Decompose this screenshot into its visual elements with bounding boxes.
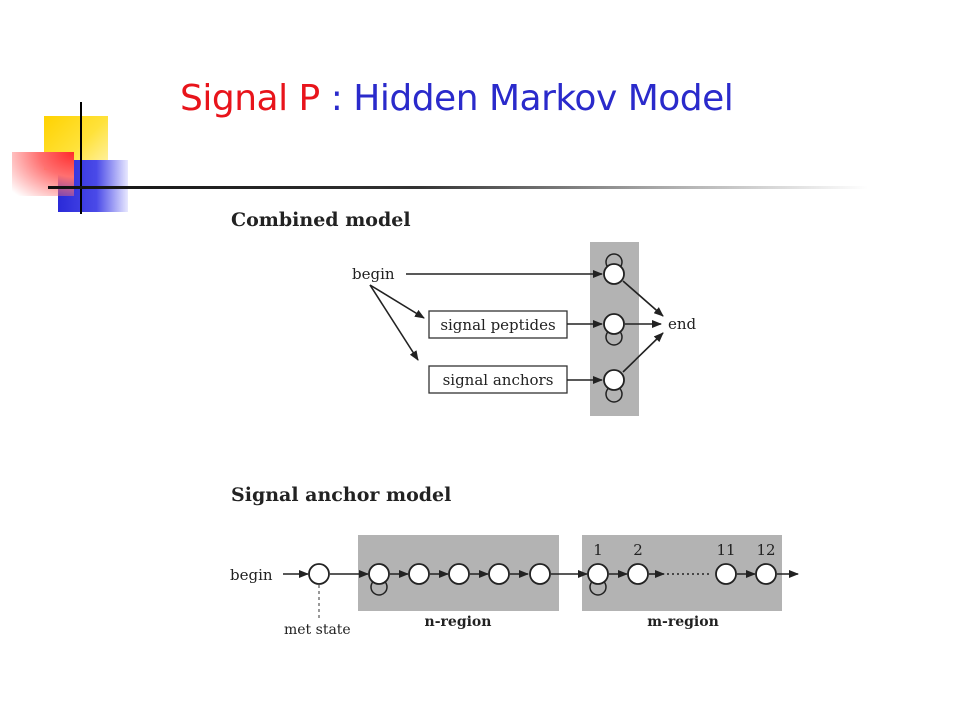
met-state-label: met state [284, 622, 351, 638]
m-state-1 [587, 563, 609, 585]
combined-begin-label: begin [352, 265, 395, 283]
title-part-signal-p: Signal P [180, 78, 320, 119]
m-state-number-2: 2 [633, 541, 643, 559]
title-separator: : [319, 78, 354, 119]
n-state-5 [529, 563, 551, 585]
title-part-hmm: Hidden Markov Model [353, 78, 734, 119]
arrow-begin-to-peptides [369, 284, 425, 319]
arrow-state3-to-end [622, 332, 664, 373]
anchor-begin-label: begin [230, 566, 273, 584]
n-state-4 [488, 563, 510, 585]
combined-state-2 [603, 313, 625, 335]
combined-end-label: end [668, 315, 697, 333]
signal-anchor-model-heading: Signal anchor model [231, 484, 451, 506]
m-state-12 [755, 563, 777, 585]
n-state-1 [368, 563, 390, 585]
n-region-label: n-region [425, 614, 492, 630]
met-state-node [308, 563, 330, 585]
n-state-2 [408, 563, 430, 585]
signal-anchors-box [428, 365, 568, 394]
m-region-box [582, 535, 782, 611]
arrow-begin-to-anchors [369, 284, 419, 361]
m-state-number-1: 1 [593, 541, 603, 559]
m-state-11 [715, 563, 737, 585]
m-state-number-11: 11 [716, 541, 735, 559]
signal-peptides-label: signal peptides [440, 316, 555, 334]
m-state-number-12: 12 [756, 541, 775, 559]
title-underline [48, 186, 868, 189]
arrow-state1-to-end [622, 280, 664, 317]
combined-model-heading: Combined model [231, 209, 411, 231]
m-state-2 [627, 563, 649, 585]
slide-title: Signal P : Hidden Markov Model [180, 78, 734, 119]
decor-vertical-line [80, 102, 82, 214]
combined-state-1 [603, 263, 625, 285]
signal-anchors-label: signal anchors [443, 371, 554, 389]
n-state-3 [448, 563, 470, 585]
combined-state-3 [603, 369, 625, 391]
m-region-label: m-region [647, 614, 719, 630]
